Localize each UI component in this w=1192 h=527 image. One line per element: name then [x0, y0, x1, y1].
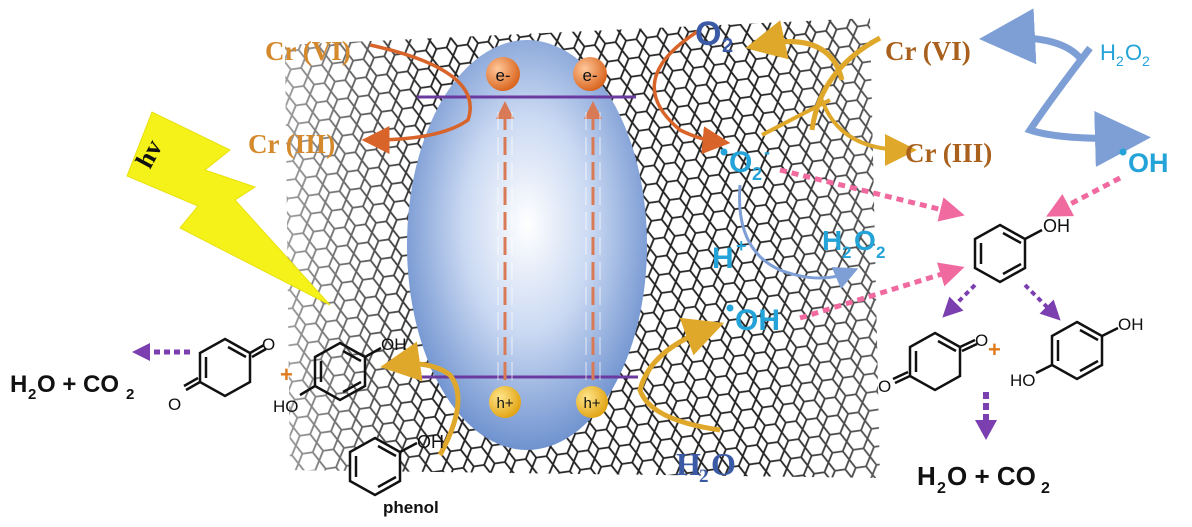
- svg-text:e-: e-: [495, 66, 510, 85]
- cr3-right-label: Cr (III): [905, 138, 992, 168]
- svg-text:H: H: [10, 371, 27, 398]
- benzoquinone-left-structure: [183, 337, 267, 398]
- h2o2-cycle-arrow-1: [979, 8, 1083, 65]
- superoxide-label: O 2 -: [720, 142, 770, 184]
- h2o-label: H 2 O: [676, 446, 736, 487]
- svg-text:e-: e-: [582, 66, 597, 85]
- cr-left-arrow: [361, 43, 472, 154]
- superoxide-to-h2o2-arrow: [738, 184, 859, 289]
- hydroquinone-right-ho: HO: [1010, 371, 1036, 390]
- hydroquinone-left-ho: HO: [273, 397, 299, 416]
- svg-text:OH: OH: [1128, 148, 1169, 178]
- o2-label: O 2: [695, 15, 733, 57]
- cr-right-arrow-down: [809, 35, 882, 131]
- electron-1: e-: [486, 57, 520, 91]
- svg-text:2: 2: [1142, 53, 1150, 69]
- svg-text:H: H: [822, 225, 842, 256]
- hole-1: h+: [489, 386, 521, 418]
- benzoquinone-right-o1: O: [975, 331, 988, 350]
- svg-text:OH: OH: [735, 304, 780, 337]
- hydroquinone-right-oh: OH: [1118, 315, 1144, 334]
- benzoquinone-right-o2: O: [878, 377, 891, 396]
- cr6-right-label: Cr (VI): [885, 36, 971, 66]
- svg-text:2: 2: [1116, 53, 1124, 69]
- h2o2-mid-label: H 2 O 2: [822, 225, 885, 262]
- svg-text:O + CO: O + CO: [947, 461, 1036, 491]
- svg-text:2: 2: [937, 480, 946, 497]
- oh-radical-right-label: OH: [1119, 148, 1169, 178]
- hole-2: h+: [576, 386, 608, 418]
- svg-text:O: O: [1125, 40, 1142, 65]
- svg-text:2: 2: [752, 164, 762, 184]
- phenol-bottom-structure: [348, 436, 418, 497]
- svg-text:h+: h+: [496, 395, 513, 412]
- plus-right: +: [988, 337, 1001, 362]
- excitation-arrows: [496, 101, 602, 380]
- benzoquinone-left-o1: O: [262, 335, 275, 354]
- svg-text:2: 2: [842, 243, 851, 262]
- o2-reduction-arrow: [652, 28, 731, 155]
- svg-text:H: H: [676, 446, 701, 482]
- svg-text:-: -: [764, 142, 770, 162]
- svg-text:O: O: [854, 225, 876, 256]
- semiconductor-particle: [407, 40, 647, 450]
- phenol-label: phenol: [383, 498, 439, 517]
- left-product-label: H 2 O + CO 2: [10, 371, 134, 403]
- h2o2-cycle-arrow-2: [1024, 45, 1151, 167]
- svg-text:h+: h+: [583, 395, 600, 412]
- degradation-arrows-right: [942, 283, 1061, 321]
- plus-left: +: [280, 362, 293, 387]
- benzoquinone-left-o2: O: [168, 395, 181, 414]
- phenol-right-structure: [973, 223, 1043, 284]
- degradation-arrowhead-down: [975, 420, 997, 440]
- svg-text:O: O: [711, 446, 736, 482]
- svg-text:+: +: [736, 236, 747, 256]
- electron-2: e-: [573, 57, 607, 91]
- phenol-oxidation-arrow: [380, 341, 461, 457]
- svg-text:2: 2: [28, 386, 36, 403]
- h2o-oxidation-arrow: [637, 317, 725, 433]
- benzoquinone-right-structure: [892, 331, 978, 392]
- h2o2-top-label: H 2 O 2: [1100, 40, 1150, 69]
- svg-text:2: 2: [876, 243, 885, 262]
- cr6-left-label: Cr (VI): [265, 36, 351, 66]
- svg-text:O: O: [729, 146, 752, 179]
- svg-text:2: 2: [699, 466, 709, 487]
- svg-text:H: H: [917, 461, 936, 491]
- hydroquinone-left-structure: [299, 341, 382, 402]
- oh-radical-mid-label: OH: [726, 304, 780, 337]
- radical-attack-arrows: [779, 167, 1122, 321]
- svg-text:O: O: [695, 15, 721, 53]
- cr-right-electron-arrow: [761, 98, 831, 137]
- cr-right-arrow-cr3: [820, 99, 917, 166]
- cr3-left-label: Cr (III): [248, 129, 335, 159]
- svg-text:2: 2: [126, 386, 134, 403]
- degradation-arrowhead-left: [132, 343, 150, 361]
- hydroquinone-left-oh: OH: [381, 335, 407, 354]
- svg-text:2: 2: [722, 35, 733, 57]
- h-plus-label: H +: [712, 236, 747, 275]
- svg-text:2: 2: [1041, 480, 1050, 497]
- svg-text:H: H: [712, 242, 734, 275]
- svg-text:O + CO: O + CO: [37, 371, 119, 398]
- phenol-bottom-oh: OH: [417, 432, 444, 452]
- phenol-right-oh: OH: [1043, 216, 1070, 236]
- svg-text:H: H: [1100, 40, 1116, 65]
- hydroquinone-right-structure: [1035, 320, 1119, 381]
- right-product-label: H 2 O + CO 2: [917, 461, 1050, 497]
